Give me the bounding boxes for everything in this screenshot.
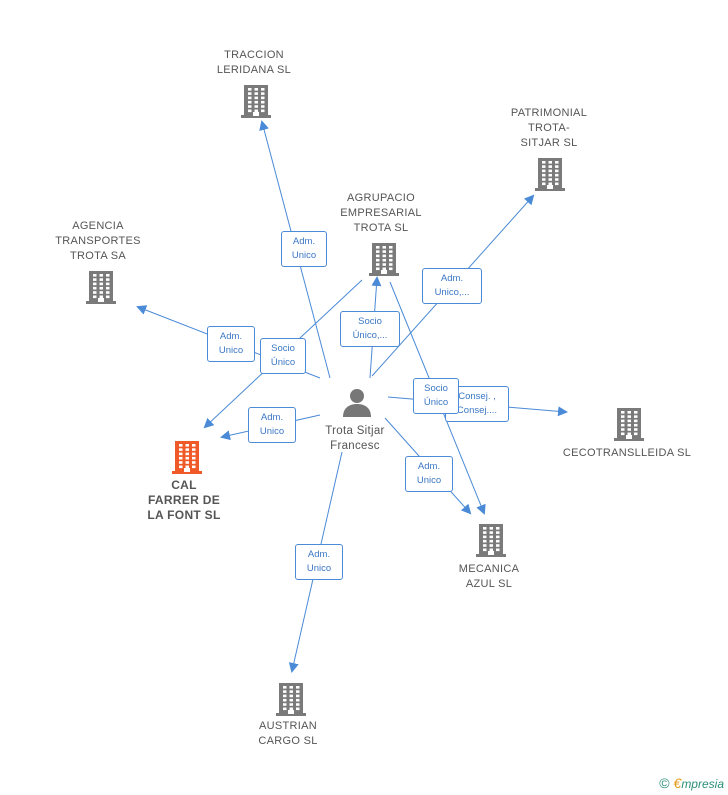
relation-label-agrupacio[interactable]: Socio Único,... bbox=[340, 311, 400, 347]
company-label-calfarrer[interactable]: CAL FARRER DE LA FONT SL bbox=[147, 478, 221, 522]
building-icon-austrian[interactable] bbox=[275, 682, 307, 721]
building-icon-mecanica[interactable] bbox=[475, 523, 507, 562]
building-icon-agencia[interactable] bbox=[85, 270, 117, 309]
building-icon-traccion[interactable] bbox=[240, 84, 272, 123]
person-icon bbox=[343, 389, 371, 417]
company-label-cecotrans[interactable]: CECOTRANSLLEIDA SL bbox=[562, 447, 692, 459]
company-label-agrupacio[interactable]: AGRUPACIO EMPRESARIAL TROTA SL bbox=[340, 192, 422, 234]
relation-label-mecanica[interactable]: Adm. Unico bbox=[405, 456, 453, 492]
relation-label-traccion[interactable]: Adm. Unico bbox=[281, 231, 327, 267]
relation-label-patrimonial[interactable]: Adm. Unico,... bbox=[422, 268, 482, 304]
brand-logo-text: mpresia bbox=[681, 777, 724, 791]
building-icon-cecotrans[interactable] bbox=[613, 407, 645, 446]
relation-label-agencia[interactable]: Adm. Unico bbox=[207, 326, 255, 362]
relation-label-socio-calfarrer[interactable]: Socio Único bbox=[260, 338, 306, 374]
relation-label-socio-mecanica[interactable]: Socio Único bbox=[413, 378, 459, 414]
person-name[interactable]: Trota Sitjar Francesc bbox=[325, 425, 385, 452]
company-label-austrian[interactable]: AUSTRIAN CARGO SL bbox=[258, 720, 318, 747]
company-label-traccion[interactable]: TRACCION LERIDANA SL bbox=[216, 49, 292, 76]
company-label-mecanica[interactable]: MECANICA AZUL SL bbox=[458, 563, 520, 590]
company-label-patrimonial[interactable]: PATRIMONIAL TROTA- SITJAR SL bbox=[510, 107, 588, 149]
brand-logo-e: € bbox=[673, 775, 682, 791]
company-label-agencia[interactable]: AGENCIA TRANSPORTES TROTA SA bbox=[55, 220, 141, 262]
relation-label-austrian[interactable]: Adm. Unico bbox=[295, 544, 343, 580]
building-icon-patrimonial[interactable] bbox=[534, 157, 566, 196]
building-icon-agrupacio[interactable] bbox=[368, 242, 400, 281]
brand-footer: ©€mpresia bbox=[659, 775, 724, 791]
relation-label-calfarrer[interactable]: Adm. Unico bbox=[248, 407, 296, 443]
copyright-icon: © bbox=[659, 775, 670, 791]
building-icon-calfarrer[interactable] bbox=[171, 440, 203, 479]
